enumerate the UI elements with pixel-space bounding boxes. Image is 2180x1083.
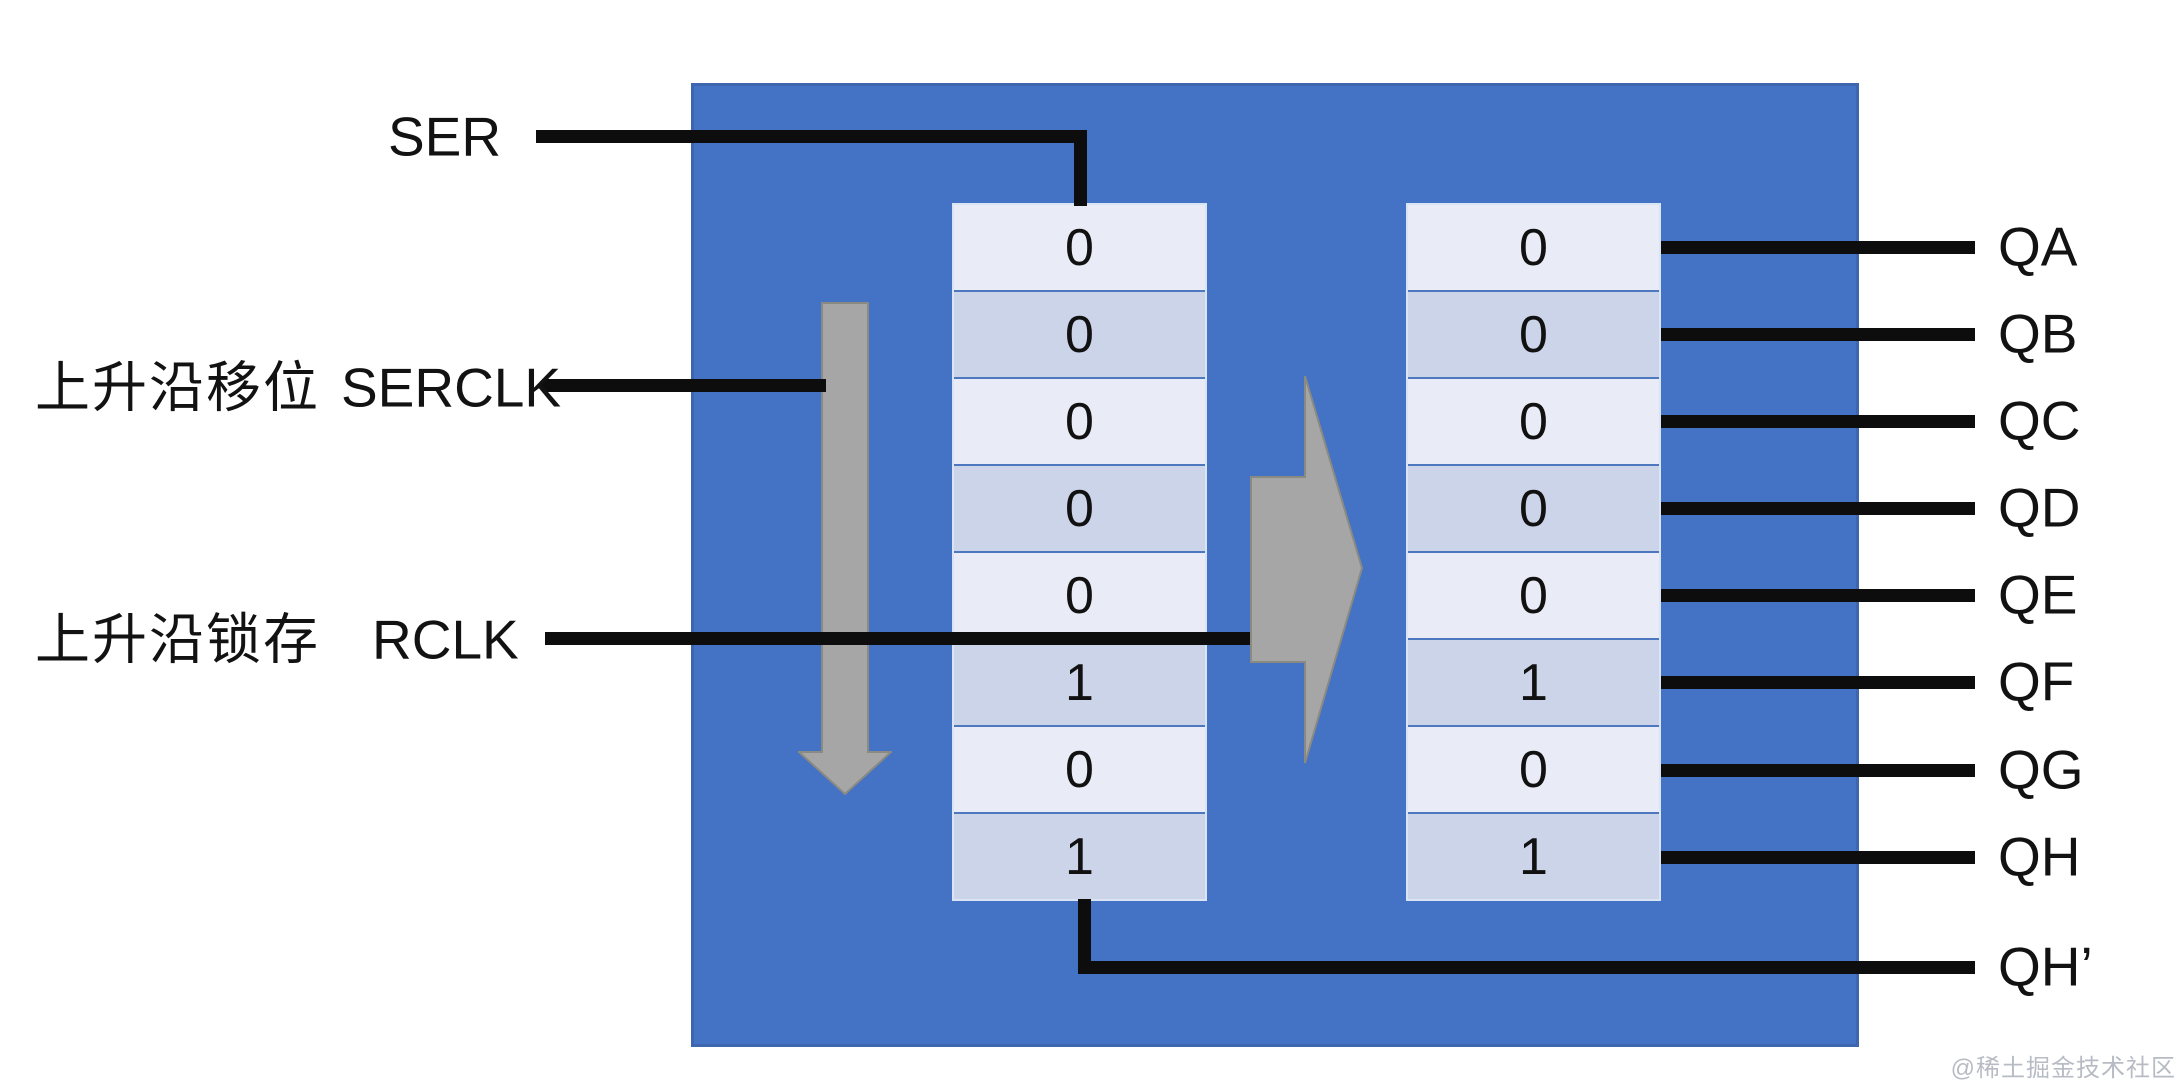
output-wire-qh bbox=[1661, 851, 1975, 864]
output-wire-qf bbox=[1661, 676, 1975, 689]
storage-register-cell: 0 bbox=[1408, 377, 1659, 464]
qh-prime-label: QH’ bbox=[1998, 935, 2093, 998]
rclk-wire bbox=[545, 632, 1250, 645]
output-label-qf: QF bbox=[1998, 650, 2075, 713]
storage-register-cell: 1 bbox=[1408, 638, 1659, 725]
serclk-wire bbox=[542, 379, 826, 392]
output-wire-qa bbox=[1661, 241, 1975, 254]
output-label-qg: QG bbox=[1998, 738, 2084, 801]
shift-down-arrow-icon bbox=[798, 302, 892, 795]
shift-register-cell: 0 bbox=[954, 464, 1205, 551]
shift-register-cell: 0 bbox=[954, 205, 1205, 290]
shift-register-cell: 0 bbox=[954, 551, 1205, 638]
output-label-qh: QH bbox=[1998, 825, 2081, 888]
shift-register-cell: 0 bbox=[954, 377, 1205, 464]
qh-prime-wire-horizontal bbox=[1078, 961, 1975, 974]
storage-register-cell: 0 bbox=[1408, 290, 1659, 377]
output-wire-qe bbox=[1661, 589, 1975, 602]
output-wire-qb bbox=[1661, 328, 1975, 341]
watermark: @稀土掘金技术社区 bbox=[1950, 1055, 2176, 1082]
storage-register-cell: 0 bbox=[1408, 725, 1659, 812]
output-label-qa: QA bbox=[1998, 215, 2078, 278]
shift-register-cell: 0 bbox=[954, 290, 1205, 377]
storage-register-cell: 1 bbox=[1408, 812, 1659, 899]
ser-wire-horizontal bbox=[536, 130, 1087, 143]
ser-wire-vertical bbox=[1074, 130, 1087, 206]
output-label-qd: QD bbox=[1998, 476, 2081, 539]
serclk-label: SERCLK bbox=[341, 356, 562, 419]
serclk-annotation: 上升沿移位 bbox=[35, 356, 321, 419]
shift-register-cell: 1 bbox=[954, 812, 1205, 899]
output-wire-qg bbox=[1661, 764, 1975, 777]
output-wire-qc bbox=[1661, 415, 1975, 428]
rclk-label: RCLK bbox=[372, 608, 519, 671]
output-label-qb: QB bbox=[1998, 302, 2078, 365]
shift-register-cell: 1 bbox=[954, 638, 1205, 725]
output-label-qe: QE bbox=[1998, 563, 2078, 626]
storage-register-cell: 0 bbox=[1408, 551, 1659, 638]
storage-register-cell: 0 bbox=[1408, 464, 1659, 551]
storage-register-cell: 0 bbox=[1408, 205, 1659, 290]
ser-label: SER bbox=[388, 105, 502, 168]
output-wire-qd bbox=[1661, 502, 1975, 515]
shift-register-cell: 0 bbox=[954, 725, 1205, 812]
qh-prime-wire-vertical bbox=[1078, 899, 1091, 973]
rclk-annotation: 上升沿锁存 bbox=[35, 608, 321, 671]
latch-transfer-arrow-icon bbox=[1250, 375, 1363, 764]
output-label-qc: QC bbox=[1998, 389, 2081, 452]
